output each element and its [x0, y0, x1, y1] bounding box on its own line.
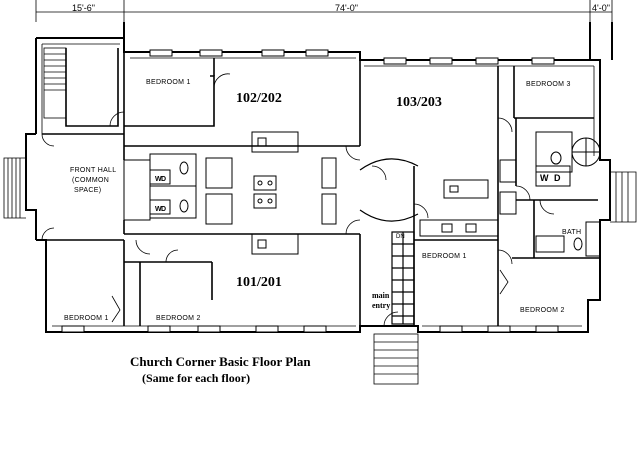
front-steps — [373, 333, 419, 385]
dryer-label-bottom: D — [161, 206, 166, 213]
washer-label-right: W — [540, 173, 549, 183]
exterior-walls-inner — [41, 43, 595, 327]
main-entry-label-line1: main — [372, 291, 390, 300]
dryer-label-top: D — [161, 176, 166, 183]
unit-103-203-label: 103/203 — [396, 95, 442, 110]
door-swings — [41, 73, 555, 327]
interior-walls — [42, 48, 600, 326]
dimension-middle: 74'-0" — [335, 3, 358, 13]
dimension-left: 15'-6" — [72, 3, 95, 13]
center-stair-hall — [359, 158, 419, 325]
plan-subtitle: (Same for each floor) — [142, 371, 250, 385]
bedroom1-right-label: BEDROOM 1 — [422, 253, 467, 260]
plan-title: Church Corner Basic Floor Plan — [130, 354, 311, 369]
washer-label-bottom: W — [155, 206, 162, 213]
bedroom2-bottom-left-label: BEDROOM 2 — [156, 315, 201, 322]
center-bathrooms — [123, 153, 337, 225]
bedroom2-right-label: BEDROOM 2 — [520, 307, 565, 314]
bedroom3-label: BEDROOM 3 — [526, 81, 571, 88]
unit-102-202-label: 102/202 — [236, 91, 282, 106]
right-bath — [499, 131, 601, 257]
windows-top — [61, 49, 559, 333]
kitchen-islands — [251, 131, 499, 255]
front-hall-label: FRONT HALL (COMMON SPACE) — [70, 167, 116, 194]
right-porch — [610, 171, 637, 223]
svg-text:SPACE): SPACE) — [74, 187, 101, 194]
exterior-walls — [25, 22, 613, 333]
bedroom1-bottom-left-label: BEDROOM 1 — [64, 315, 109, 322]
unit-101-201-label: 101/201 — [236, 275, 282, 290]
stair-down-label: DN — [396, 234, 405, 240]
washer-label-top: W — [155, 176, 162, 183]
left-porch — [3, 157, 26, 219]
bedroom1-top-left-label: BEDROOM 1 — [146, 79, 191, 86]
main-entry-label-line2: entry — [372, 301, 390, 310]
dimension-right: 4'-0" — [592, 3, 610, 13]
left-stairs — [43, 47, 67, 119]
dryer-label-right: D — [554, 173, 561, 183]
dimension-lines — [35, 0, 613, 22]
bath-label: BATH — [562, 229, 581, 236]
svg-text:FRONT HALL: FRONT HALL — [70, 167, 116, 174]
svg-text:(COMMON: (COMMON — [72, 177, 109, 184]
